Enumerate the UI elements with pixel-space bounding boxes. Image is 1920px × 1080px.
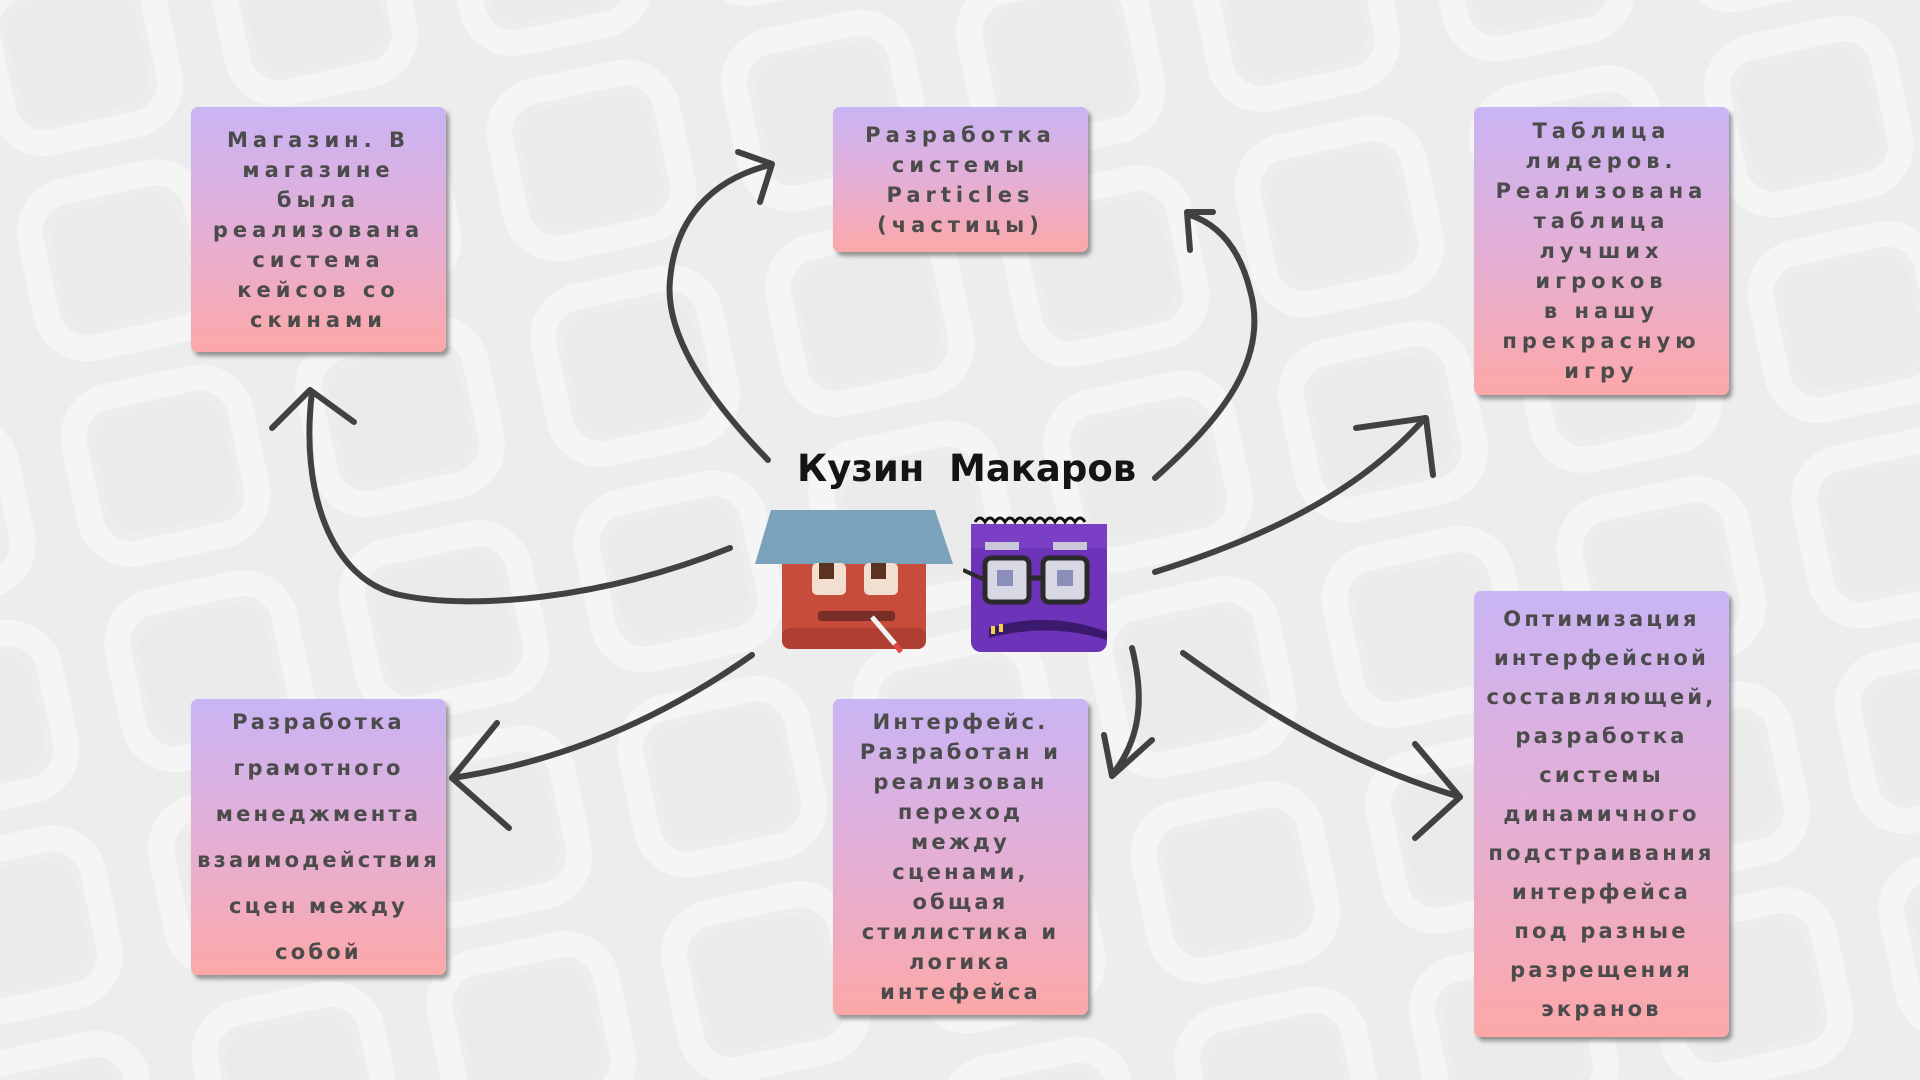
card-particles: Разработка системы Particles (частицы) (833, 107, 1088, 252)
card-shop: Магазин. В магазине была реализована сис… (191, 107, 446, 352)
card-scene-management: Разработка грамотного менеджмента взаимо… (191, 699, 446, 975)
house-face-icon (755, 510, 953, 654)
person-name-left: Кузин (797, 447, 925, 490)
card-optimization: Оптимизация интерфейсной составляющей, р… (1474, 591, 1729, 1037)
person-name-right: Макаров (949, 447, 1137, 490)
card-interface: Интерфейс. Разработан и реализован перех… (833, 699, 1088, 1015)
card-leaderboard: Таблица лидеров. Реализована таблица луч… (1474, 107, 1729, 395)
nerd-glasses-face-icon (963, 516, 1107, 652)
